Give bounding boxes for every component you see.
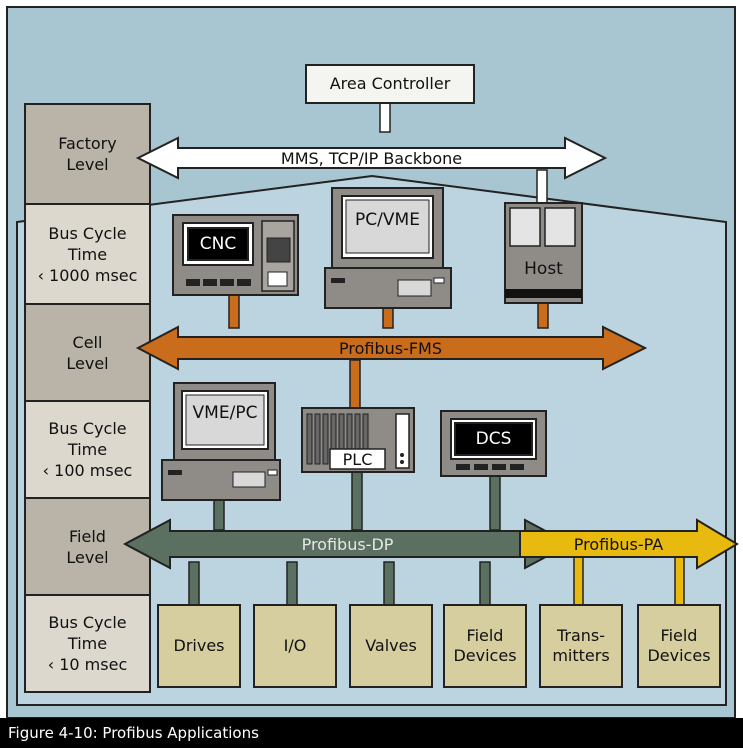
pa-label: Profibus-PA (573, 534, 664, 554)
host-label: Host (524, 259, 563, 279)
pa-bus (519, 518, 739, 570)
drives-box: Drives (173, 636, 225, 655)
field-devices-dp-box: Field Devices (453, 626, 517, 665)
fms-label: Profibus-FMS (338, 338, 443, 358)
host-device (504, 202, 583, 304)
cycle-time-10-label: Bus Cycle Time ‹ 10 msec (47, 613, 128, 674)
field-boxes (157, 604, 721, 688)
cnc-label: CNC (199, 234, 237, 254)
transmitters-box: Trans- mitters (552, 626, 610, 665)
vme-pc-label: VME/PC (192, 403, 258, 423)
cycle-time-1000-label: Bus Cycle Time ‹ 1000 msec (37, 223, 138, 285)
fms-bus (135, 325, 648, 371)
io-box: I/O (283, 636, 307, 655)
area-controller-box (305, 64, 475, 104)
level-column (24, 103, 151, 693)
vme-pc-device (161, 382, 281, 501)
backbone-bus (135, 136, 608, 180)
field-level-label: Field Level (66, 526, 109, 567)
pc-vme-device (324, 187, 452, 309)
valves-box: Valves (365, 636, 417, 655)
cell-level-label: Cell Level (66, 332, 109, 373)
field-devices-pa-box: Field Devices (647, 626, 711, 665)
cnc-device (172, 214, 299, 296)
pc-vme-label: PC/VME (355, 210, 420, 230)
figure-caption: Figure 4-10: Profibus Applications (0, 718, 743, 748)
dcs-label: DCS (475, 429, 512, 449)
area-controller-label: Area Controller (329, 74, 451, 93)
backbone-label: MMS, TCP/IP Backbone (280, 148, 463, 168)
plc-label: PLC (342, 449, 373, 469)
plc-device (301, 407, 415, 473)
factory-level-label: Factory Level (58, 134, 117, 174)
dp-label: Profibus-DP (301, 534, 394, 554)
cycle-time-100-label: Bus Cycle Time ‹ 100 msec (42, 419, 133, 480)
dcs-device (440, 410, 547, 477)
